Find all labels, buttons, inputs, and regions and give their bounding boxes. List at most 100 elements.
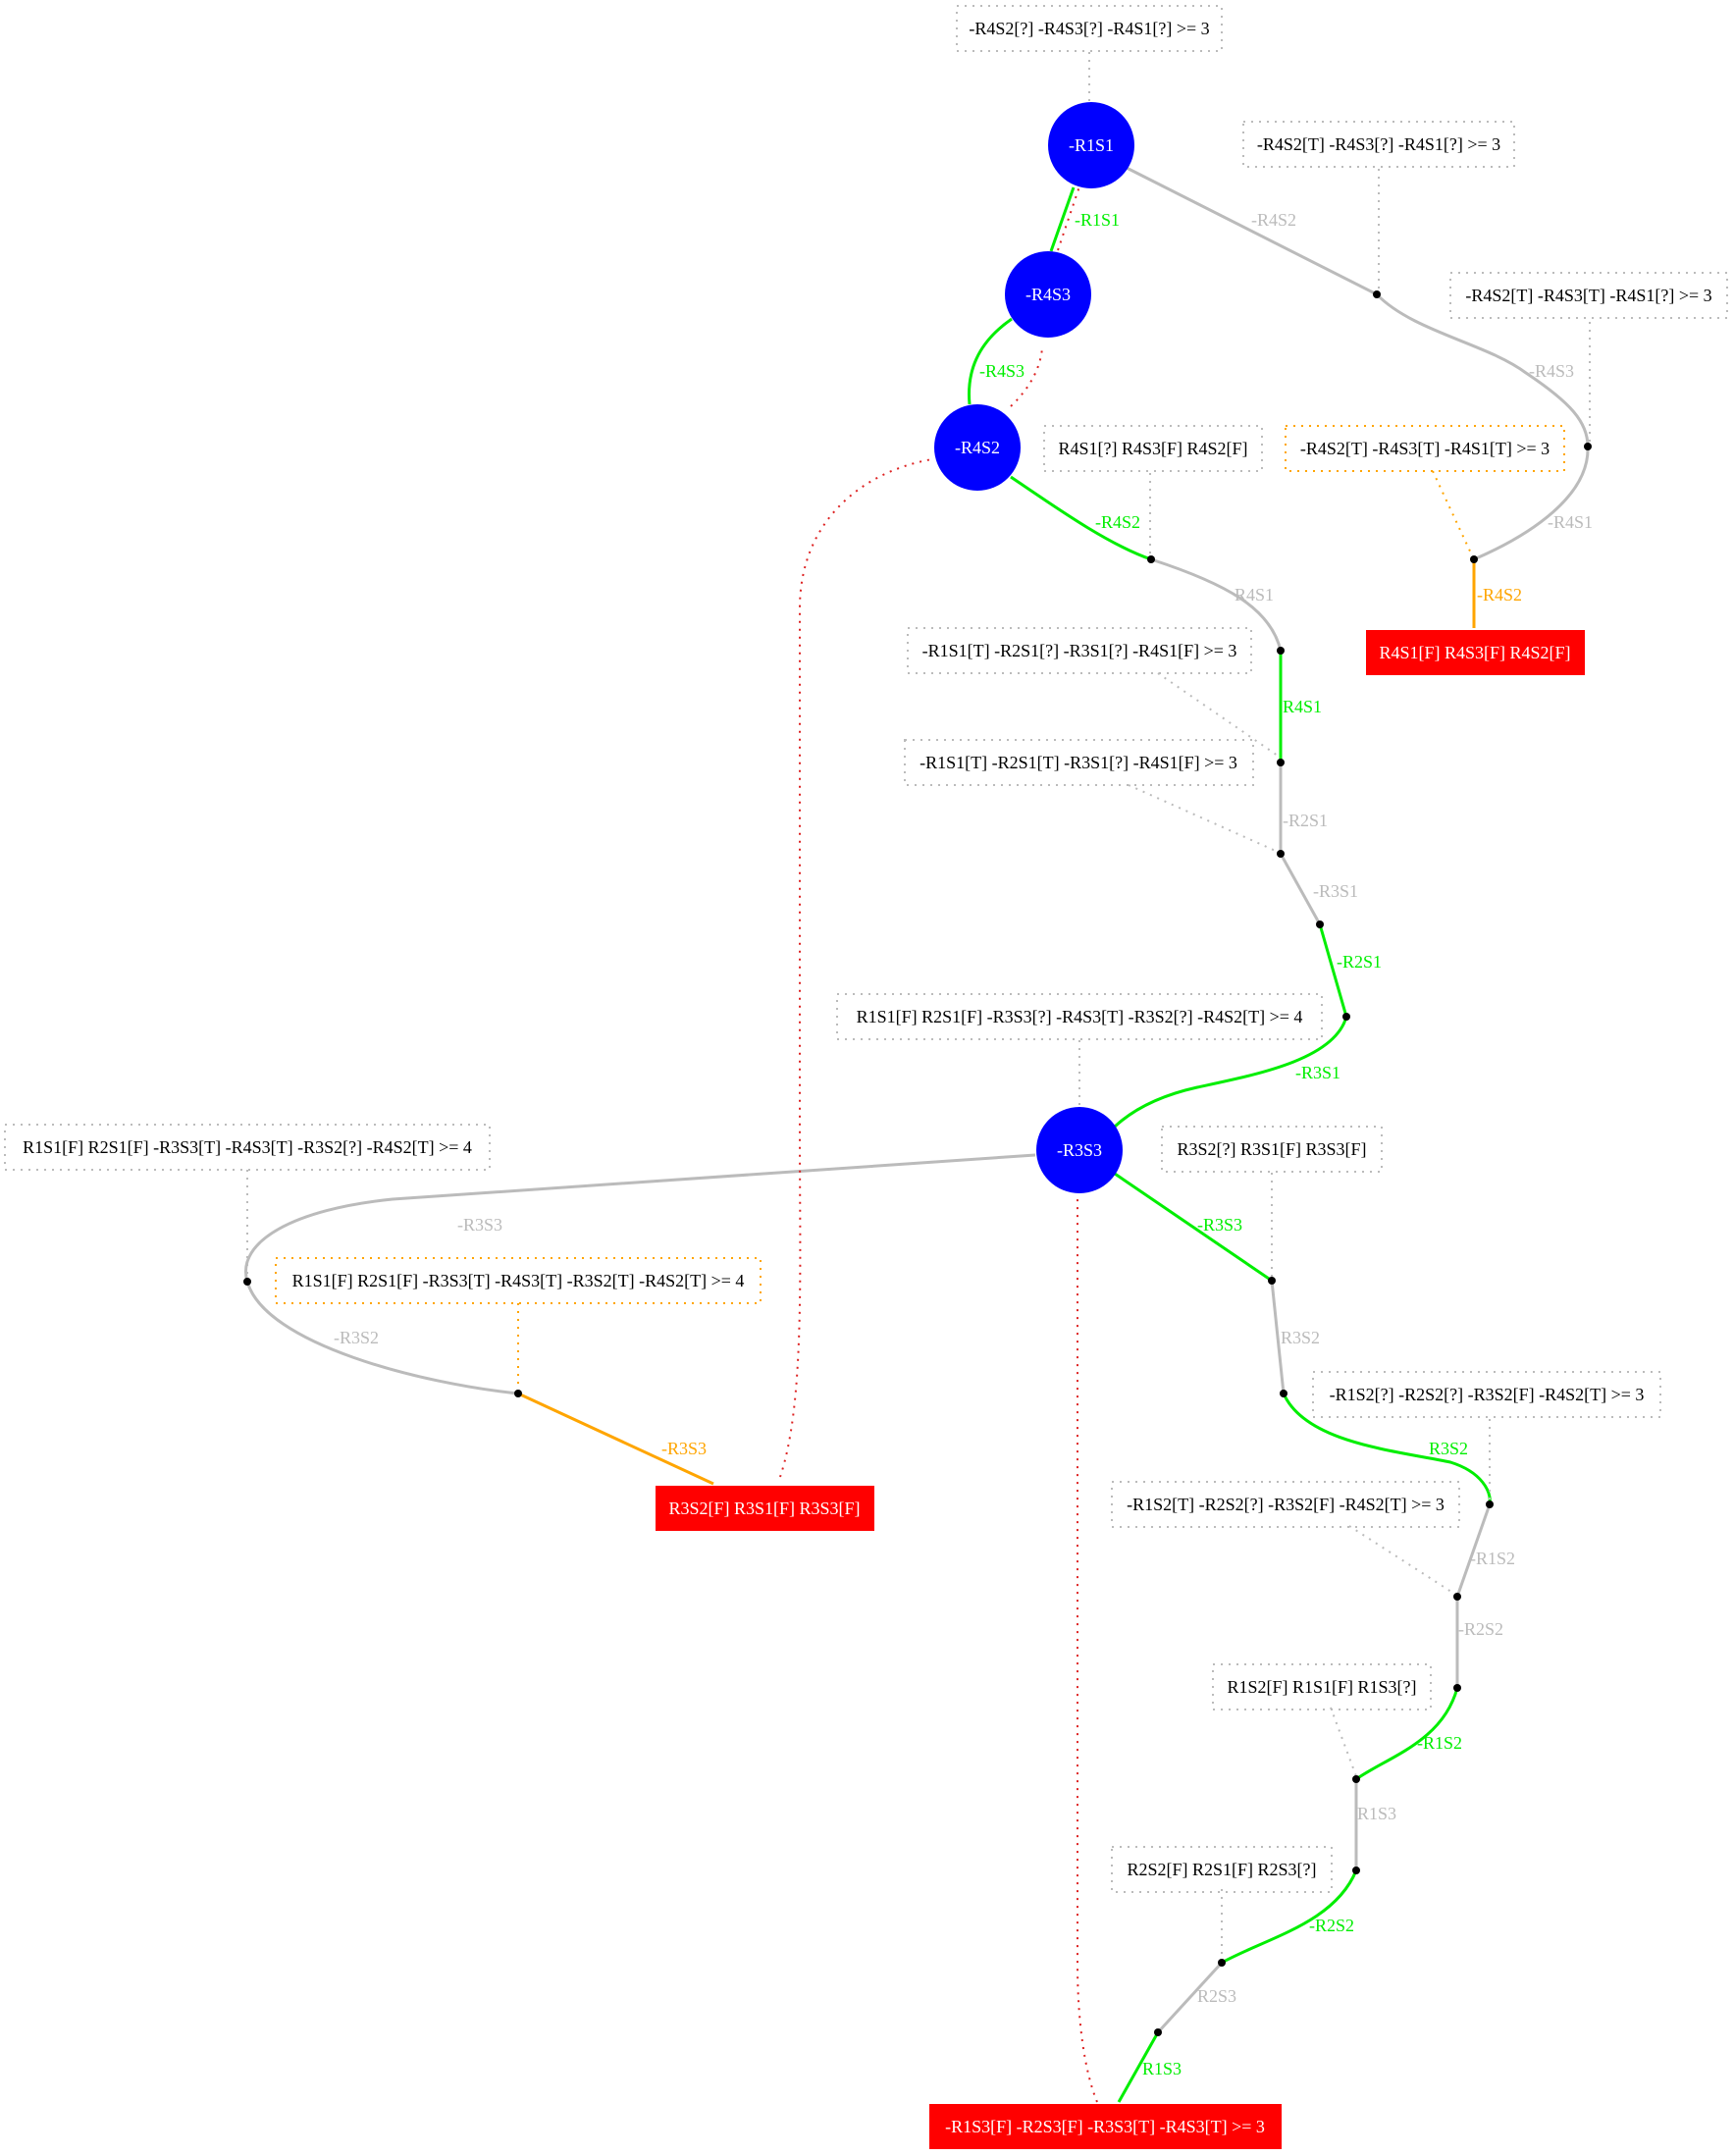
constraint-box-conflict: -R4S2[T] -R4S3[T] -R4S1[T] >= 3	[1285, 425, 1565, 472]
edge-r1s1-r4s3	[1049, 186, 1076, 252]
junction-dot	[243, 1278, 251, 1286]
edge-r3s3-dot10	[244, 1153, 1036, 1283]
svg-text:-R1S1: -R1S1	[1069, 135, 1114, 155]
leader-k13	[1348, 1525, 1455, 1595]
edge-dot19-dot20	[1156, 1961, 1224, 2034]
edge-dot10-dot11	[245, 1281, 519, 1395]
junction-dot	[1277, 647, 1285, 655]
svg-text:-R4S3: -R4S3	[1025, 285, 1071, 304]
edge-dot4-dot5	[1150, 557, 1283, 652]
junction-dot	[1280, 1390, 1287, 1397]
svg-text:-R4S2[T] -R4S3[T] -R4S1[T] >=: -R4S2[T] -R4S3[T] -R4S1[T] >= 3	[1300, 439, 1550, 458]
edge-label: -R3S2	[334, 1328, 379, 1347]
svg-text:R4S1[F] R4S3[F] R4S2[F]: R4S1[F] R4S3[F] R4S2[F]	[1379, 643, 1570, 662]
edge-label: R4S1	[1283, 697, 1322, 716]
junction-dot	[1486, 1500, 1494, 1508]
svg-text:-R1S1[T] -R2S1[?] -R3S1[?] -R4: -R1S1[T] -R2S1[?] -R3S1[?] -R4S1[F] >= 3	[922, 641, 1237, 660]
constraint-box: R1S1[F] R2S1[F] -R3S3[?] -R4S3[T] -R3S2[…	[836, 993, 1323, 1040]
svg-text:-R4S2: -R4S2	[955, 438, 1000, 457]
conflict-node: -R1S3[F] -R2S3[F] -R3S3[T] -R4S3[T] >= 3	[929, 2104, 1282, 2149]
svg-text:R3S2[?] R3S1[F] R3S3[F]: R3S2[?] R3S1[F] R3S3[F]	[1177, 1139, 1366, 1159]
svg-text:-R1S2[?] -R2S2[?] -R3S2[F] -R4: -R1S2[?] -R2S2[?] -R3S2[F] -R4S2[T] >= 3	[1330, 1385, 1645, 1404]
edge-label: -R4S1	[1548, 512, 1593, 532]
svg-text:-R1S1[T] -R2S1[T] -R3S1[?] -R4: -R1S1[T] -R2S1[T] -R3S1[?] -R4S1[F] >= 3	[920, 753, 1237, 772]
constraint-box-conflict: R1S1[F] R2S1[F] -R3S3[T] -R4S3[T] -R3S2[…	[275, 1257, 762, 1304]
edge-label: -R1S2	[1417, 1733, 1462, 1753]
junction-dot	[1316, 920, 1324, 928]
junction-dot	[1342, 1013, 1350, 1021]
edge-dot13-dot14	[1282, 1393, 1492, 1505]
svg-text:-R1S2[T] -R2S2[?] -R3S2[F] -R4: -R1S2[T] -R2S2[?] -R3S2[F] -R4S2[T] >= 3	[1127, 1495, 1445, 1514]
edge-label: R3S2	[1429, 1439, 1468, 1458]
constraint-box: -R4S2[T] -R4S3[T] -R4S1[?] >= 3	[1449, 272, 1728, 319]
constraint-box: R1S1[F] R2S1[F] -R3S3[T] -R4S3[T] -R3S2[…	[4, 1124, 491, 1171]
edge-dot8-dot9	[1318, 923, 1348, 1018]
decision-node: -R1S1	[1048, 102, 1134, 188]
edge-label: -R3S3	[457, 1215, 502, 1235]
edge-dot11-conflict2	[517, 1392, 714, 1486]
edge-label: -R1S1	[1075, 210, 1120, 230]
decision-node: -R3S3	[1036, 1107, 1123, 1193]
svg-text:-R1S3[F] -R2S3[F] -R3S3[T] -R4: -R1S3[F] -R2S3[F] -R3S3[T] -R4S3[T] >= 3	[945, 2117, 1265, 2136]
constraint-box: R2S2[F] R2S1[F] R2S3[?]	[1111, 1846, 1333, 1893]
svg-text:R2S2[F] R2S1[F] R2S3[?]: R2S2[F] R2S1[F] R2S3[?]	[1127, 1860, 1316, 1879]
edge-dot9-r3s3	[1113, 1016, 1348, 1129]
edge-dot12-dot13	[1270, 1280, 1286, 1394]
edge-label: -R4S2	[1251, 210, 1296, 230]
edge-dot2-dot3	[1473, 446, 1590, 561]
edge-label: -R3S1	[1313, 881, 1358, 901]
svg-text:R3S2[F] R3S1[F] R3S3[F]: R3S2[F] R3S1[F] R3S3[F]	[668, 1499, 860, 1518]
junction-dot	[1373, 290, 1381, 298]
constraint-box: -R4S2[T] -R4S3[?] -R4S1[?] >= 3	[1242, 121, 1515, 168]
svg-text:R1S2[F] R1S1[F] R1S3[?]: R1S2[F] R1S1[F] R1S3[?]	[1227, 1677, 1416, 1697]
leader-k6	[1157, 672, 1279, 757]
junction-dot	[1470, 555, 1478, 563]
edge-label: R4S1	[1235, 585, 1274, 605]
junction-dot	[514, 1390, 522, 1397]
edge-dot20-conflict3	[1117, 2031, 1160, 2103]
decision-node: -R4S2	[934, 404, 1021, 491]
edge-label: R1S3	[1142, 2059, 1182, 2078]
edge-dot1-dot2	[1375, 292, 1590, 447]
edge-label: -R4S2	[1477, 585, 1522, 605]
edge-label: R1S3	[1357, 1804, 1396, 1823]
edge-label: -R3S1	[1295, 1063, 1340, 1082]
junction-dot	[1147, 555, 1155, 563]
svg-text:-R4S2[T] -R4S3[?] -R4S1[?] >=: -R4S2[T] -R4S3[?] -R4S1[?] >= 3	[1257, 134, 1500, 154]
constraint-box: -R4S2[?] -R4S3[?] -R4S1[?] >= 3	[956, 5, 1223, 52]
edge-dot16-dot17	[1355, 1687, 1459, 1781]
edge-label: -R1S2	[1470, 1549, 1515, 1568]
constraint-box: -R1S2[T] -R2S2[?] -R3S2[F] -R4S2[T] >= 3	[1111, 1481, 1460, 1528]
junction-dot	[1277, 850, 1285, 858]
constraint-box: -R1S2[?] -R2S2[?] -R3S2[F] -R4S2[T] >= 3	[1312, 1371, 1661, 1418]
decision-node: -R4S3	[1005, 251, 1091, 338]
junction-dot	[1352, 1867, 1360, 1874]
leader-k4	[1432, 470, 1473, 556]
backtrack-r4s3-r1s1	[1057, 185, 1080, 251]
edge-label: -R3S3	[661, 1439, 707, 1458]
leader-k7	[1128, 784, 1279, 853]
edge-r4s3-r4s2	[968, 317, 1013, 405]
constraint-box: -R1S1[T] -R2S1[T] -R3S1[?] -R4S1[F] >= 3	[904, 739, 1254, 786]
junction-dot	[1453, 1684, 1461, 1692]
junction-dot	[1268, 1277, 1276, 1285]
edge-label: -R3S3	[1197, 1215, 1242, 1235]
edge-label: -R4S2	[1095, 512, 1140, 532]
edge-label: -R4S3	[979, 361, 1025, 381]
leader-k14	[1330, 1707, 1357, 1777]
conflict-node: R4S1[F] R4S3[F] R4S2[F]	[1366, 630, 1585, 675]
svg-text:R1S1[F] R2S1[F] -R3S3[T] -R4S3: R1S1[F] R2S1[F] -R3S3[T] -R4S3[T] -R3S2[…	[23, 1137, 472, 1157]
junction-dot	[1584, 443, 1592, 450]
constraint-box: -R1S1[T] -R2S1[?] -R3S1[?] -R4S1[F] >= 3	[907, 627, 1252, 674]
constraint-box: R1S2[F] R1S1[F] R1S3[?]	[1212, 1663, 1432, 1710]
svg-text:R1S1[F] R2S1[F] -R3S3[?] -R4S3: R1S1[F] R2S1[F] -R3S3[?] -R4S3[T] -R3S2[…	[857, 1007, 1303, 1026]
constraint-box: R4S1[?] R4S3[F] R4S2[F]	[1043, 425, 1263, 472]
edge-label: -R4S3	[1529, 361, 1574, 381]
junction-dot	[1453, 1593, 1461, 1601]
backtrack-conflict3-r3s3	[1077, 1194, 1098, 2103]
edge-label: -R2S2	[1458, 1619, 1503, 1639]
edge-r3s3-dot12	[1114, 1172, 1273, 1283]
constraint-box: R3S2[?] R3S1[F] R3S3[F]	[1161, 1126, 1383, 1173]
junction-dot	[1154, 2028, 1162, 2036]
